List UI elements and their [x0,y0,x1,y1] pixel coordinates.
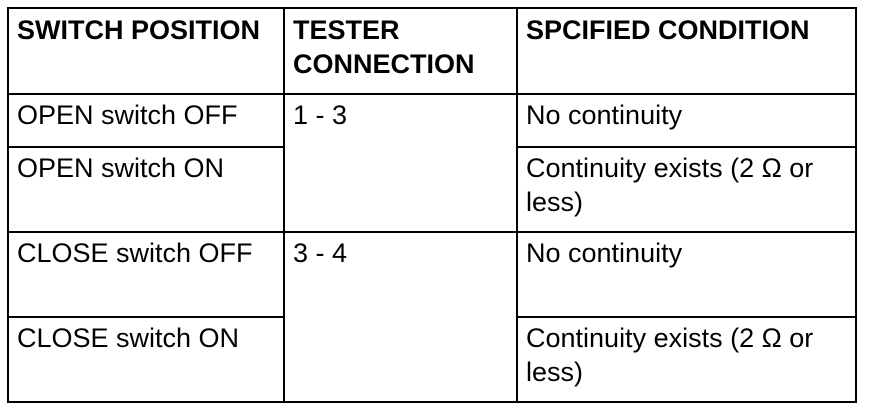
table-row: CLOSE switch OFF 3 - 4 No continuity [7,231,857,403]
table-row: CLOSE switch ON Continuity exists (2 Ω o… [7,316,857,403]
cell-switch-position: CLOSE switch ON [7,316,285,403]
table-header-row: SWITCH POSITION TESTER CONNECTION SPCIFI… [7,7,857,95]
cell-specified-condition: No continuity [516,93,857,148]
header-tester-connection: TESTER CONNECTION [283,7,518,95]
table-row: OPEN switch OFF 1 - 3 No continuity [7,93,857,233]
cell-switch-position: OPEN switch ON [7,146,285,233]
switch-inspection-table: SWITCH POSITION TESTER CONNECTION SPCIFI… [7,7,857,403]
cell-tester-connection: 3 - 4 [283,231,518,403]
header-switch-position: SWITCH POSITION [7,7,285,95]
header-specified-condition: SPCIFIED CONDITION [516,7,857,95]
cell-tester-connection: 1 - 3 [283,93,518,233]
cell-switch-position: CLOSE switch OFF [7,231,285,318]
cell-switch-position: OPEN switch OFF [7,93,285,148]
cell-specified-condition: Continuity exists (2 Ω or less) [516,146,857,233]
table-row: OPEN switch ON Continuity exists (2 Ω or… [7,146,857,233]
cell-specified-condition: Continuity exists (2 Ω or less) [516,316,857,403]
cell-specified-condition: No continuity [516,231,857,318]
